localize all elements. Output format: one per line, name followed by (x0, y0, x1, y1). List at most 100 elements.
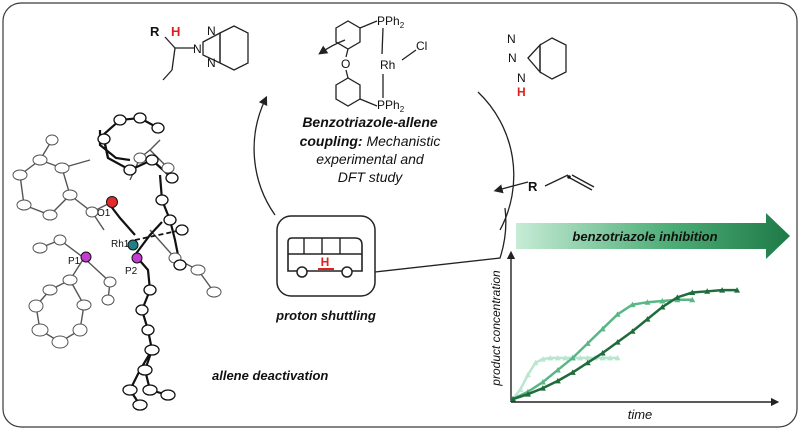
chart-point (547, 354, 554, 361)
catalyst-bond (401, 49, 417, 61)
xray-p1-label: P1 (68, 256, 81, 267)
shuttle-h-label: H (321, 255, 330, 269)
chart-point (614, 339, 621, 345)
inhibition-arrow-shape (516, 213, 790, 259)
chart-point (689, 289, 696, 296)
cycle-title-line4: DFT study (338, 169, 404, 185)
chart-point (510, 396, 516, 402)
catalyst-bond (381, 27, 384, 55)
cycle-arc-bottom (374, 207, 507, 273)
chart-point (674, 294, 681, 300)
product-structure (162, 25, 249, 81)
chart-point (577, 354, 584, 361)
chart-point (517, 386, 524, 392)
cycle-arc-top (318, 39, 346, 55)
catalyst-bond (345, 48, 349, 58)
chart-x-label: time (628, 407, 653, 422)
xray-structure: O1 Rh1 P1 P2 allene deactivation (12, 112, 328, 411)
chart-point (607, 354, 614, 361)
chart-point (629, 328, 636, 334)
chart-y-label: product concentration (489, 270, 503, 387)
cycle-title-line2: coupling: Mechanistic (300, 133, 441, 149)
phosphorus-atom-p2 (131, 252, 143, 264)
chart-point (644, 299, 651, 305)
xray-p2-label: P2 (125, 266, 138, 277)
cycle-arc-left (253, 95, 276, 216)
inhibition-arrow: benzotriazole inhibition (516, 213, 790, 259)
chart-point (689, 296, 696, 303)
n-label: N (207, 56, 216, 70)
allene-deactivation-caption: allene deactivation (212, 368, 328, 383)
inhibition-label: benzotriazole inhibition (572, 229, 717, 244)
rh-label: Rh (380, 58, 395, 72)
xray-o1-label: O1 (97, 208, 111, 219)
catalytic-cycle (253, 39, 529, 273)
rh-allene-dashed-bond (134, 229, 183, 241)
oxygen-label: O (341, 57, 350, 71)
product-bond (171, 47, 176, 71)
allene-bond (569, 177, 593, 191)
product-bond (162, 69, 173, 81)
bus-wheel-icon (296, 266, 308, 278)
chart-point (524, 391, 531, 397)
benzo-ring (539, 37, 567, 80)
n-label: N (207, 24, 216, 38)
chart-series-3 (510, 287, 741, 402)
catalyst-ring-top (335, 20, 361, 50)
chart-point (629, 301, 636, 308)
chart-point (584, 359, 591, 366)
oxygen-atom (106, 196, 118, 208)
phosphorus-atom-p1 (80, 251, 92, 263)
chart-point (659, 297, 666, 304)
chart-point (584, 354, 591, 361)
chart-point (569, 369, 576, 375)
product-labels: R H N N N (150, 24, 216, 70)
chart-point (599, 354, 606, 361)
chart-point (584, 340, 591, 346)
xray-rh1-label: Rh1 (111, 239, 130, 250)
benzotriazole-structure (527, 37, 567, 80)
n-label: N (517, 71, 526, 85)
product-r-label: R (150, 24, 160, 39)
allene-r-label: R (528, 179, 538, 194)
benzotriazole-labels: N N N H (507, 32, 526, 99)
bus-icon (287, 237, 363, 272)
chart-point (734, 287, 741, 293)
acidic-h-label: H (517, 85, 526, 99)
cycle-title: Benzotriazole-allene coupling: Mechanist… (300, 114, 441, 185)
rhodium-atom (127, 239, 139, 251)
chart-point (562, 354, 569, 361)
chart-point (524, 371, 531, 378)
bus-wheel-icon (341, 266, 353, 278)
chart-point (539, 379, 546, 385)
cycle-title-line1: Benzotriazole-allene (302, 114, 438, 130)
chart-point (539, 385, 546, 391)
chart-point (659, 304, 666, 310)
n-label: N (193, 42, 202, 56)
cycle-title-line2-bold: coupling: (300, 133, 363, 149)
xray-black-atoms (97, 112, 189, 411)
allene-bond (544, 174, 569, 187)
chart-point (704, 288, 711, 294)
chart-point (539, 356, 546, 362)
catalyst-bond (345, 69, 349, 79)
cl-label: Cl (416, 39, 427, 53)
catalyst-bond (359, 20, 378, 29)
product-bond (164, 36, 176, 49)
chart-series-line (512, 288, 738, 401)
allene-center-dot (567, 175, 571, 179)
chart-point (532, 359, 539, 366)
chart-point (554, 366, 561, 373)
n-label: N (507, 32, 516, 46)
allene-bond (571, 174, 595, 188)
proton-shuttling-caption: proton shuttling (275, 308, 376, 323)
chart-point (614, 311, 621, 317)
rh-catalyst-labels: PPh2 O Rh Cl PPh2 (341, 14, 427, 114)
pph2-top-label: PPh2 (377, 14, 405, 30)
cycle-title-line2-rest: Mechanistic (363, 133, 441, 149)
catalyst-bond (359, 98, 378, 107)
proton-shuttle: H proton shuttling (275, 215, 376, 323)
allene-structure: R (528, 174, 595, 194)
